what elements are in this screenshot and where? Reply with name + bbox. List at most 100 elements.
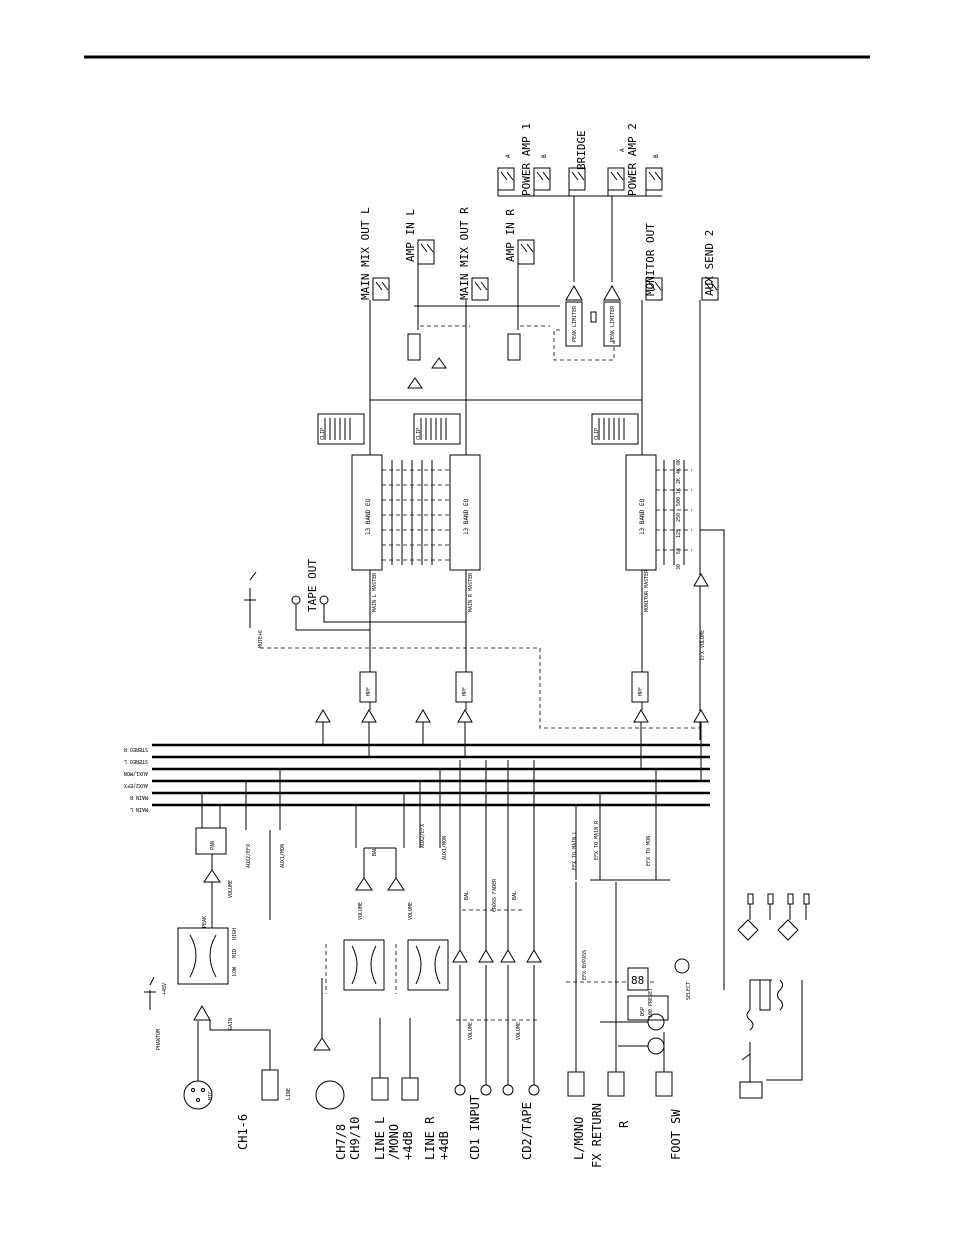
label-foot-sw: FOOT SW: [669, 1109, 683, 1160]
dsp-label: DSP: [640, 1007, 646, 1016]
channel-amp: [203, 869, 221, 883]
volume-label: VOLUME: [228, 880, 234, 898]
bal-label: BAL: [464, 891, 470, 900]
line-jack: [261, 1069, 279, 1101]
label-amp-in-r: AMP IN R: [504, 209, 517, 262]
peak-limiter-1-label: PEAK LIMITER: [572, 305, 578, 342]
eq-band-label: 2K: [676, 478, 682, 484]
power-inlet: [739, 1081, 763, 1099]
label-amp-in-l: AMP IN L: [404, 209, 417, 262]
mode-switch-r: [507, 333, 521, 361]
fx-return-l-jack: [567, 1071, 585, 1097]
eq-faders: [382, 460, 692, 565]
main-l-master-label: MAIN L MASTER: [372, 572, 378, 612]
bus-amp: [457, 709, 473, 723]
foot-sw-jack: [655, 1071, 673, 1097]
hpf-monitor: [631, 671, 649, 703]
jack-amp2-a: [607, 167, 625, 196]
eq-band-label: 1K: [676, 488, 682, 494]
select-label: SELECT: [686, 982, 692, 1000]
line-r-jack: [401, 1077, 419, 1101]
aux1-mon-label: AUX1/MON: [280, 844, 286, 868]
bus-label: MAIN L: [130, 806, 148, 812]
efx-to-main-r-label: EFX TO MAIN R: [594, 820, 600, 860]
eq-low-label: LOW: [232, 966, 238, 976]
bus-amp: [415, 709, 431, 723]
channel-eq: [177, 927, 229, 985]
aux1-mon-label: AUX1/MON: [442, 836, 448, 860]
eq-band-label: 30: [676, 564, 682, 570]
efx-to-main-l-label: EFX TO MAIN L: [572, 831, 578, 870]
bal-label: BAL: [372, 847, 378, 856]
volume-label: VOLUME: [358, 902, 364, 920]
peak-limiter-1: [565, 301, 583, 347]
input-labels: CH1-6 CH7/8 CH9/10 LINE L /MONO +4dB LIN…: [236, 1095, 683, 1168]
volume-label: VOLUME: [408, 902, 414, 920]
channel-strip-stereo: VOLUME VOLUME BAL AUX2/EFX AUX1/MON: [313, 769, 449, 1110]
graphic-eq-main-l: 13 BAND EQ: [351, 454, 383, 571]
jack-bridge: [568, 167, 586, 196]
power-amp-2-triangle: [603, 284, 621, 301]
power-amp-1-triangle: [565, 284, 583, 301]
eq-mid-label: MID: [232, 949, 238, 958]
meter-main-l: CLIP: [317, 413, 365, 445]
jack-main-out-l: [372, 277, 390, 301]
eq-band-label: 63: [676, 548, 682, 554]
xlr-stereo-input: [315, 1080, 345, 1110]
jack-amp1-a: [497, 167, 515, 196]
label-ch1-6: CH1-6: [236, 1114, 250, 1150]
label-main-mix-out-l: MAIN MIX OUT L: [359, 207, 372, 300]
transformer: [759, 979, 771, 1011]
cd-inputs: VOLUME VOLUME BAL CROSS FADER BAL: [452, 760, 542, 1096]
cd1-l-jack: [454, 1084, 466, 1096]
label-aux-send-2: AUX SEND 2: [703, 230, 716, 296]
dsp-display-digits: 88: [631, 974, 644, 987]
line-label: LINE: [286, 1088, 292, 1100]
efx-volume-label: EFX VOLUME: [700, 630, 706, 660]
select-knob[interactable]: [674, 958, 690, 974]
label-line-l: LINE L: [373, 1117, 387, 1160]
output-section: PEAK LIMITER PEAK LIMITER: [369, 196, 701, 740]
cd1-r-jack: [480, 1084, 492, 1096]
eq-band-label: 250: [676, 513, 682, 522]
mode-switch-l: [407, 333, 421, 361]
label-plus4-r: +4dB: [437, 1131, 451, 1160]
main-r-master-label: MAIN R MASTER: [468, 572, 474, 612]
meter-clip-label: CLIP: [320, 428, 326, 440]
plus48v-label: +48V: [162, 983, 168, 995]
stereo-eq-r: [407, 939, 449, 991]
eq-band-label: 500: [676, 497, 682, 506]
stereo-amp-l: [355, 877, 373, 891]
power-supply: [737, 893, 810, 1099]
eq-band-label: 4K: [676, 468, 682, 474]
limiter-led: [590, 311, 597, 323]
bal-label: BAL: [512, 891, 518, 900]
bus-labels: STEREO R STEREO L AUX1/MON AUX2/EFX MAIN…: [123, 746, 148, 812]
meter-main-r: CLIP: [413, 413, 461, 445]
label-ch9-10: CH9/10: [348, 1117, 362, 1160]
cd-amp: [478, 949, 494, 963]
label-amp2-a: A: [619, 148, 626, 152]
label-power-amp-2: POWER AMP 2: [626, 123, 639, 196]
line-l-jack: [371, 1077, 389, 1101]
graphic-eq-label: 13 BAND EQ: [639, 498, 646, 535]
cd-amp: [500, 949, 516, 963]
label-cd2-tape: CD2/TAPE: [520, 1102, 534, 1160]
jack-main-out-r: [471, 277, 489, 301]
bus-amp: [361, 709, 377, 723]
label-fx-l-mono: L/MONO: [572, 1117, 586, 1160]
cd-amp: [526, 949, 542, 963]
bus-label: STEREO L: [124, 758, 148, 764]
fx-return-r-jack: [607, 1071, 625, 1097]
cd2-r-jack: [528, 1084, 540, 1096]
dsp-display: [627, 967, 649, 991]
jack-aux-send-2: [701, 277, 719, 301]
rectifier-2: [777, 919, 799, 941]
label-mono: /MONO: [387, 1124, 401, 1160]
amp-sum-triangle: [431, 357, 447, 369]
hpf-label: HPF: [462, 687, 468, 696]
label-amp2-b: B: [653, 154, 660, 158]
mute-label: MUTE+6: [258, 630, 264, 648]
meter-monitor: CLIP: [591, 413, 639, 445]
hpf-main-l: [359, 671, 377, 703]
